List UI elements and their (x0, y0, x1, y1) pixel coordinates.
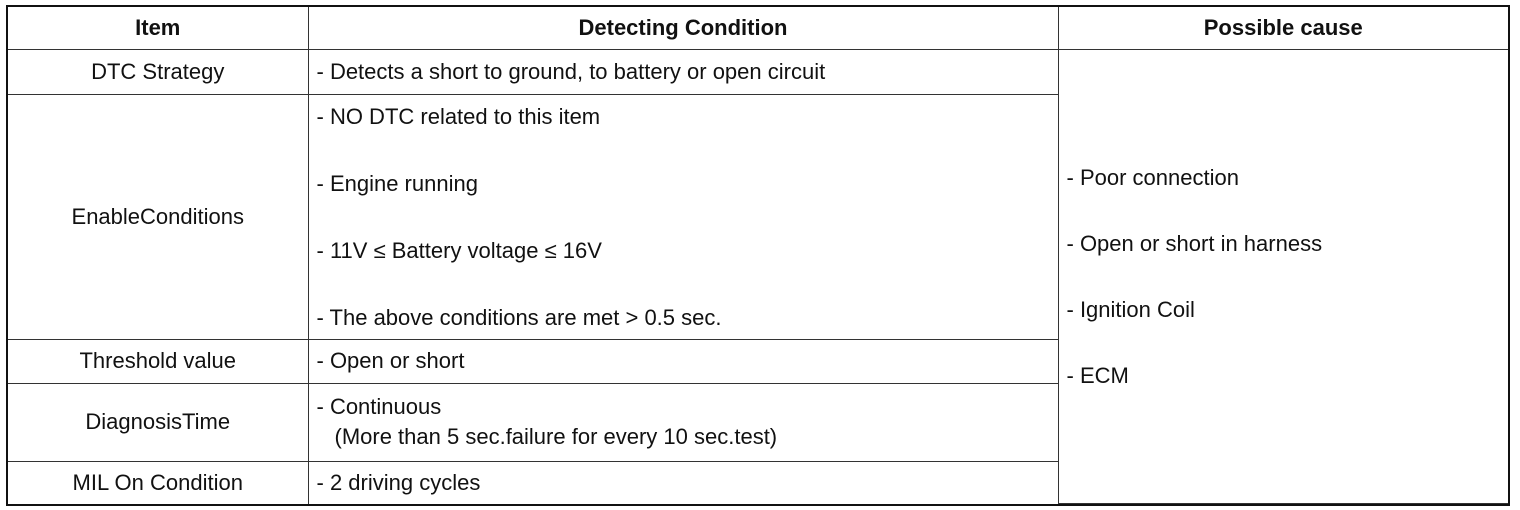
row-item-enable-conditions: EnableConditions (8, 94, 309, 340)
condition-line: - Continuous (316, 394, 442, 420)
header-item: Item (8, 7, 309, 51)
dtc-table: Item Detecting Condition Possible cause … (8, 7, 1508, 504)
dtc-table-frame: Item Detecting Condition Possible cause … (6, 5, 1510, 506)
cause-item: - Ignition Coil (1066, 296, 1195, 322)
cause-item: - Open or short in harness (1066, 230, 1323, 256)
table-header-row: Item Detecting Condition Possible cause (8, 7, 1508, 51)
table-row: DTC Strategy - Detects a short to ground… (8, 49, 1508, 504)
condition-line: - Open or short (316, 348, 465, 374)
condition-line: - 2 driving cycles (316, 469, 481, 495)
row-item-dtc-strategy: DTC Strategy (8, 49, 309, 96)
cause-item: - ECM (1066, 362, 1129, 388)
row-conditions: - Detects a short to ground, to battery … (307, 49, 1059, 96)
row-item-mil-on-condition: MIL On Condition (8, 460, 309, 504)
row-conditions: - 2 driving cycles (307, 460, 1059, 504)
condition-line: - NO DTC related to this item (316, 104, 601, 130)
row-item-diagnosis-time: DiagnosisTime (8, 382, 309, 462)
row-item-threshold-value: Threshold value (8, 338, 309, 384)
condition-line: - Engine running (316, 171, 478, 197)
cause-item: - Poor connection (1066, 164, 1239, 190)
condition-line: - 11V ≤ Battery voltage ≤ 16V (316, 238, 602, 264)
condition-line: - The above conditions are met > 0.5 sec… (316, 305, 722, 331)
table-row: EnableConditions - NO DTC related to thi… (8, 94, 1508, 340)
row-conditions: - NO DTC related to this item - Engine r… (307, 94, 1059, 340)
possible-cause-cell: - Poor connection - Open or short in har… (1057, 49, 1508, 504)
table-row: MIL On Condition - 2 driving cycles (8, 460, 1508, 504)
header-possible-cause: Possible cause (1057, 7, 1508, 51)
row-conditions: - Open or short (307, 338, 1059, 384)
condition-line: (More than 5 sec.failure for every 10 se… (334, 424, 778, 450)
condition-line: - Detects a short to ground, to battery … (316, 59, 826, 85)
table-row: Threshold value - Open or short (8, 338, 1508, 384)
row-conditions: - Continuous (More than 5 sec.failure fo… (307, 382, 1059, 462)
header-detecting-condition: Detecting Condition (307, 7, 1059, 51)
